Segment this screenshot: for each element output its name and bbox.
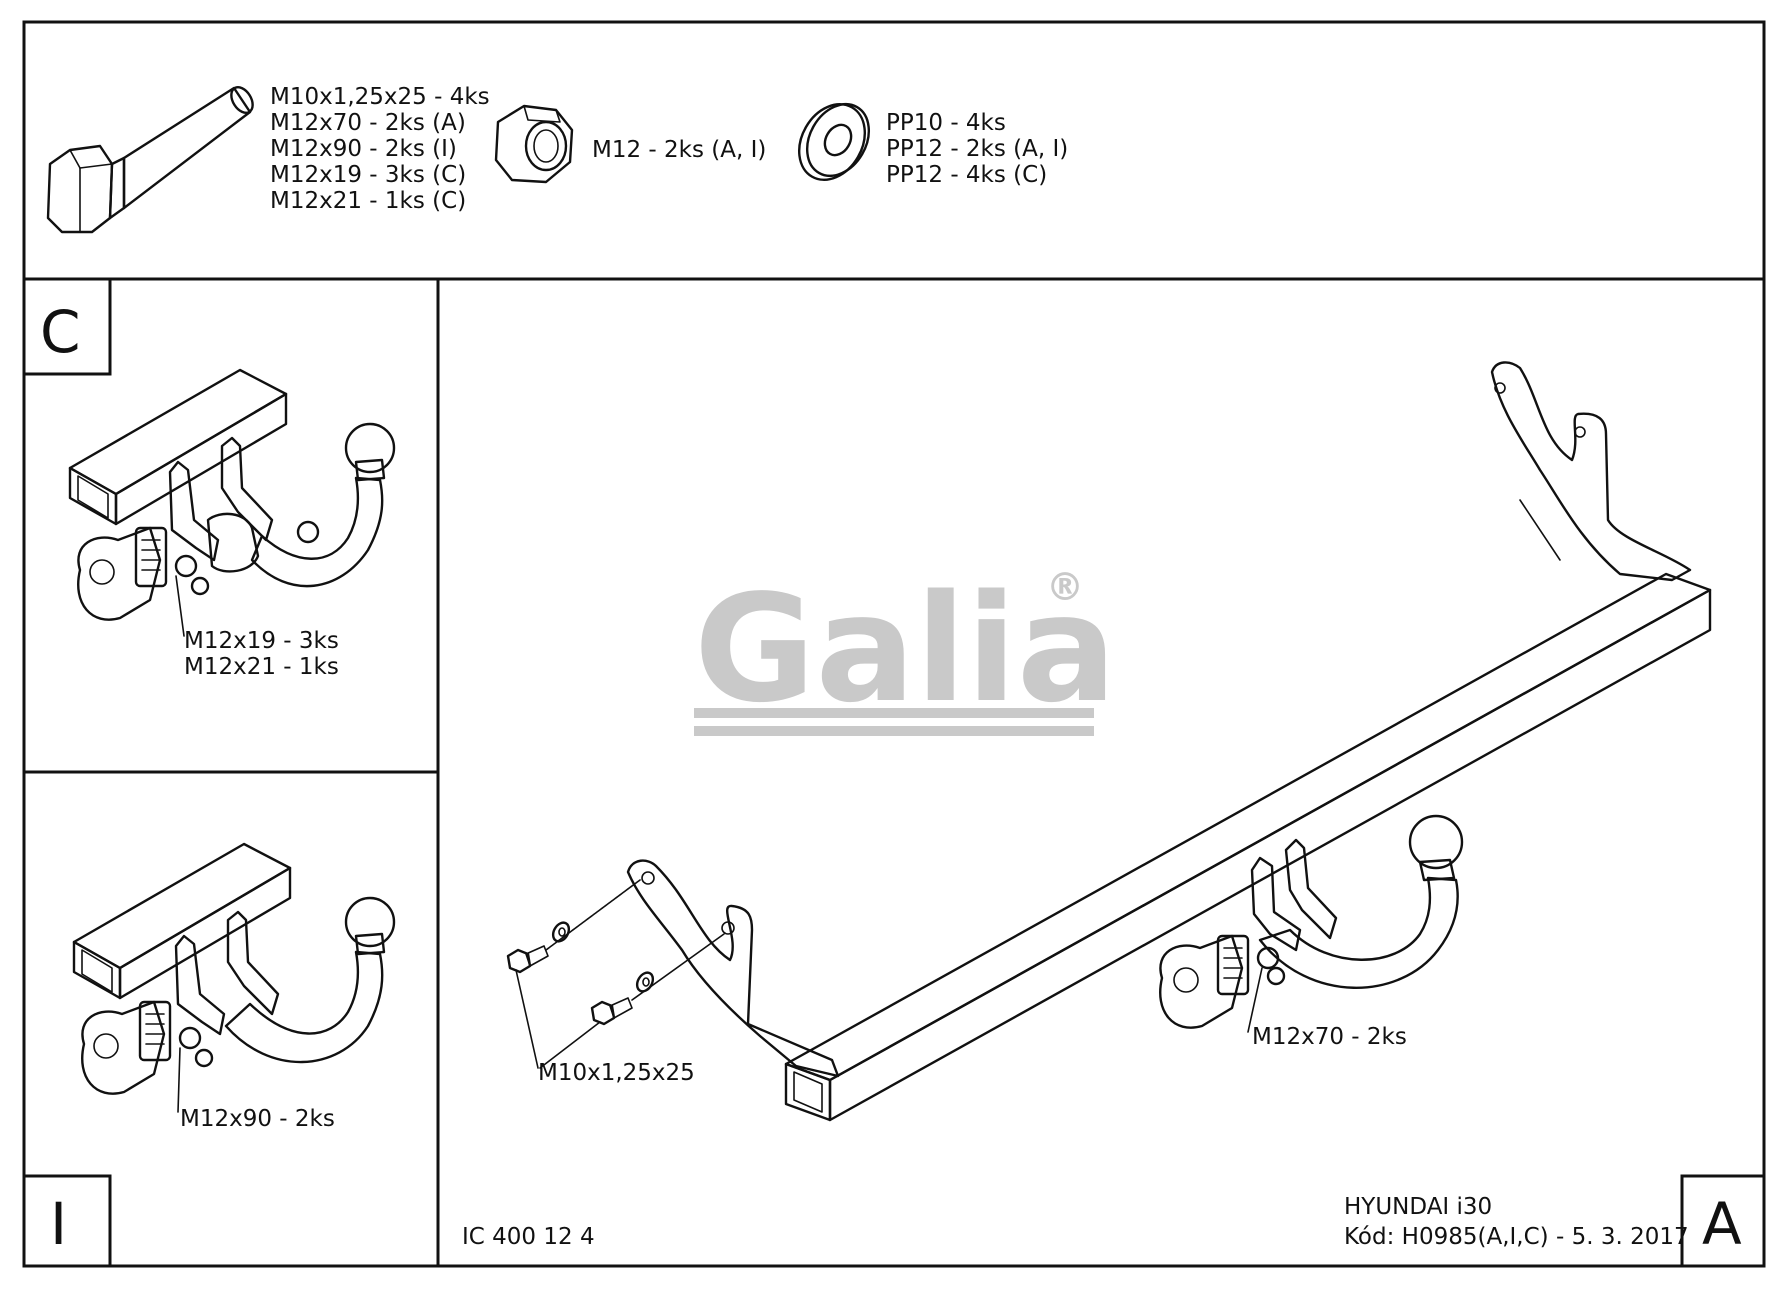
panel-a-side-leader <box>1247 967 1263 1033</box>
vehicle-name: HYUNDAI i30 <box>1344 1194 1492 1220</box>
panel-i-letter: I <box>50 1190 67 1258</box>
panel-c-label-box <box>22 277 112 376</box>
logo-underline-1 <box>694 708 1094 718</box>
bolt-spec-5: M12x21 - 1ks (C) <box>270 188 466 214</box>
washer-spec-list: PP10 - 4ks PP12 - 2ks (A, I) PP12 - 4ks … <box>886 110 1068 188</box>
code-date-line: Kód: H0985(A,I,C) - 5. 3. 2017 <box>1344 1224 1689 1250</box>
washer-spec-3: PP12 - 4ks (C) <box>886 162 1047 188</box>
catalog-code: IC 400 12 4 <box>462 1224 595 1250</box>
galia-logo: Galia ® <box>694 563 1117 736</box>
bolt-spec-list: M10x1,25x25 - 4ks M12x70 - 2ks (A) M12x9… <box>270 84 490 214</box>
drawing-border <box>22 20 1766 1268</box>
logo-text: Galia <box>694 563 1117 735</box>
nut-icon <box>494 104 574 184</box>
bolt-spec-3: M12x90 - 2ks (I) <box>270 136 457 162</box>
panel-a-bolt-leader-2 <box>539 1021 601 1069</box>
bolt-spec-2: M12x70 - 2ks (A) <box>270 110 466 136</box>
panel-a-bolt-leader-1 <box>515 969 539 1069</box>
panel-a-crossbar-drawing <box>506 361 1712 1122</box>
logo-mark: ® <box>1046 565 1084 609</box>
panel-a-bolt-callout: M10x1,25x25 <box>538 1060 695 1086</box>
bolt-icon <box>46 86 254 234</box>
washer-spec-2: PP12 - 2ks (A, I) <box>886 136 1068 162</box>
panel-c-leader <box>175 575 185 637</box>
panel-i-callout: M12x90 - 2ks <box>180 1106 335 1132</box>
panel-c-hitch-drawing <box>68 368 396 621</box>
panel-c-letter: C <box>40 298 81 366</box>
panel-c-callout-1: M12x19 - 3ks <box>184 628 339 654</box>
bolt-spec-1: M10x1,25x25 - 4ks <box>270 84 490 110</box>
panel-i-label-box <box>22 1174 112 1268</box>
panel-i-hitch-drawing <box>72 842 396 1095</box>
washer-icon <box>798 103 871 181</box>
washer-spec-1: PP10 - 4ks <box>886 110 1006 136</box>
panel-a-label-box <box>1680 1174 1766 1268</box>
panel-a-letter: A <box>1702 1190 1742 1258</box>
nut-spec: M12 - 2ks (A, I) <box>592 137 766 163</box>
logo-underline-2 <box>694 726 1094 736</box>
panel-c-callout-2: M12x21 - 1ks <box>184 654 339 680</box>
bolt-spec-4: M12x19 - 3ks (C) <box>270 162 466 188</box>
panel-a-side-callout: M12x70 - 2ks <box>1252 1024 1407 1050</box>
panel-i-leader <box>177 1047 181 1113</box>
